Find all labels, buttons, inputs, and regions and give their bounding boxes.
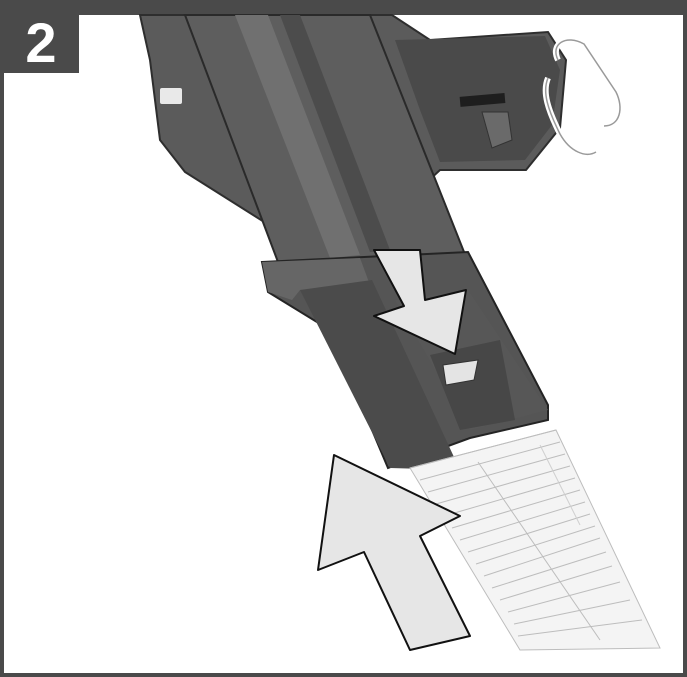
step-number-badge: 2 <box>3 12 79 73</box>
